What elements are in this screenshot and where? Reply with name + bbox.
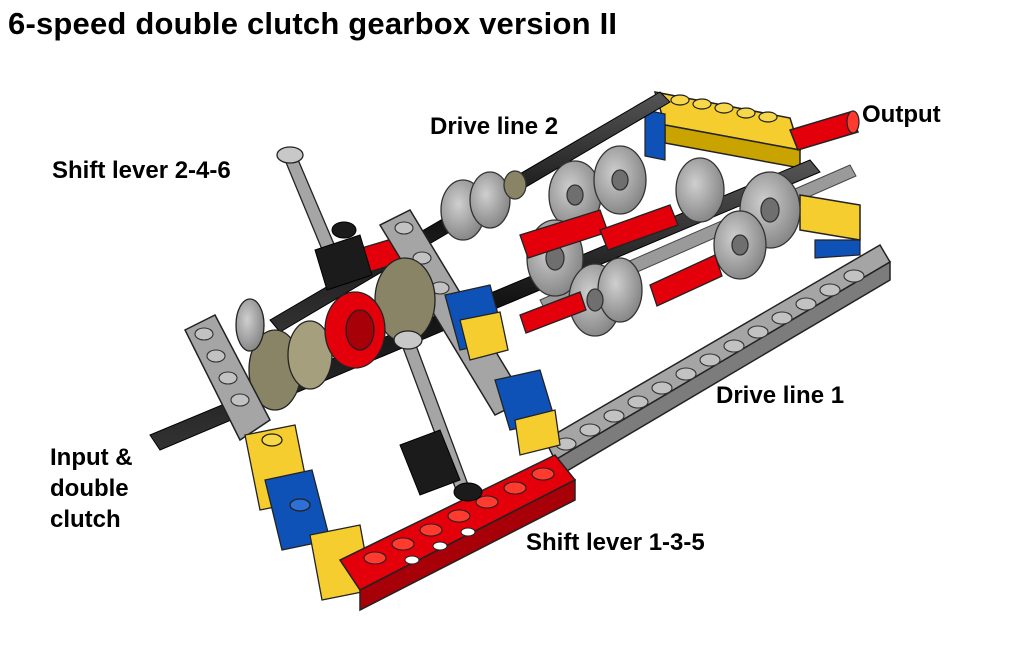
gray-base-beam — [544, 243, 892, 480]
shift-lever-246 — [276, 146, 373, 291]
gear-cluster — [440, 145, 801, 337]
back-yellow-beam — [644, 91, 802, 169]
page-title: 6-speed double clutch gearbox version II — [8, 6, 618, 41]
label-shift-lever-135: Shift lever 1-3-5 — [526, 529, 705, 556]
right-yellow-brick — [799, 194, 861, 259]
label-shift-lever-246: Shift lever 2-4-6 — [52, 157, 231, 184]
label-output: Output — [862, 101, 941, 128]
label-drive-line-2: Drive line 2 — [430, 113, 559, 140]
double-clutch — [235, 257, 436, 411]
red-base-beam — [338, 454, 577, 612]
label-drive-line-1: Drive line 1 — [716, 382, 845, 409]
red-connectors — [354, 204, 723, 334]
output-shaft — [788, 110, 860, 151]
shift-lever-135 — [393, 330, 483, 502]
label-input-line1: Input & — [50, 444, 133, 471]
label-input-line3: clutch — [50, 506, 121, 533]
label-input-line2: double — [50, 475, 129, 502]
left-gray-beam — [183, 314, 271, 442]
